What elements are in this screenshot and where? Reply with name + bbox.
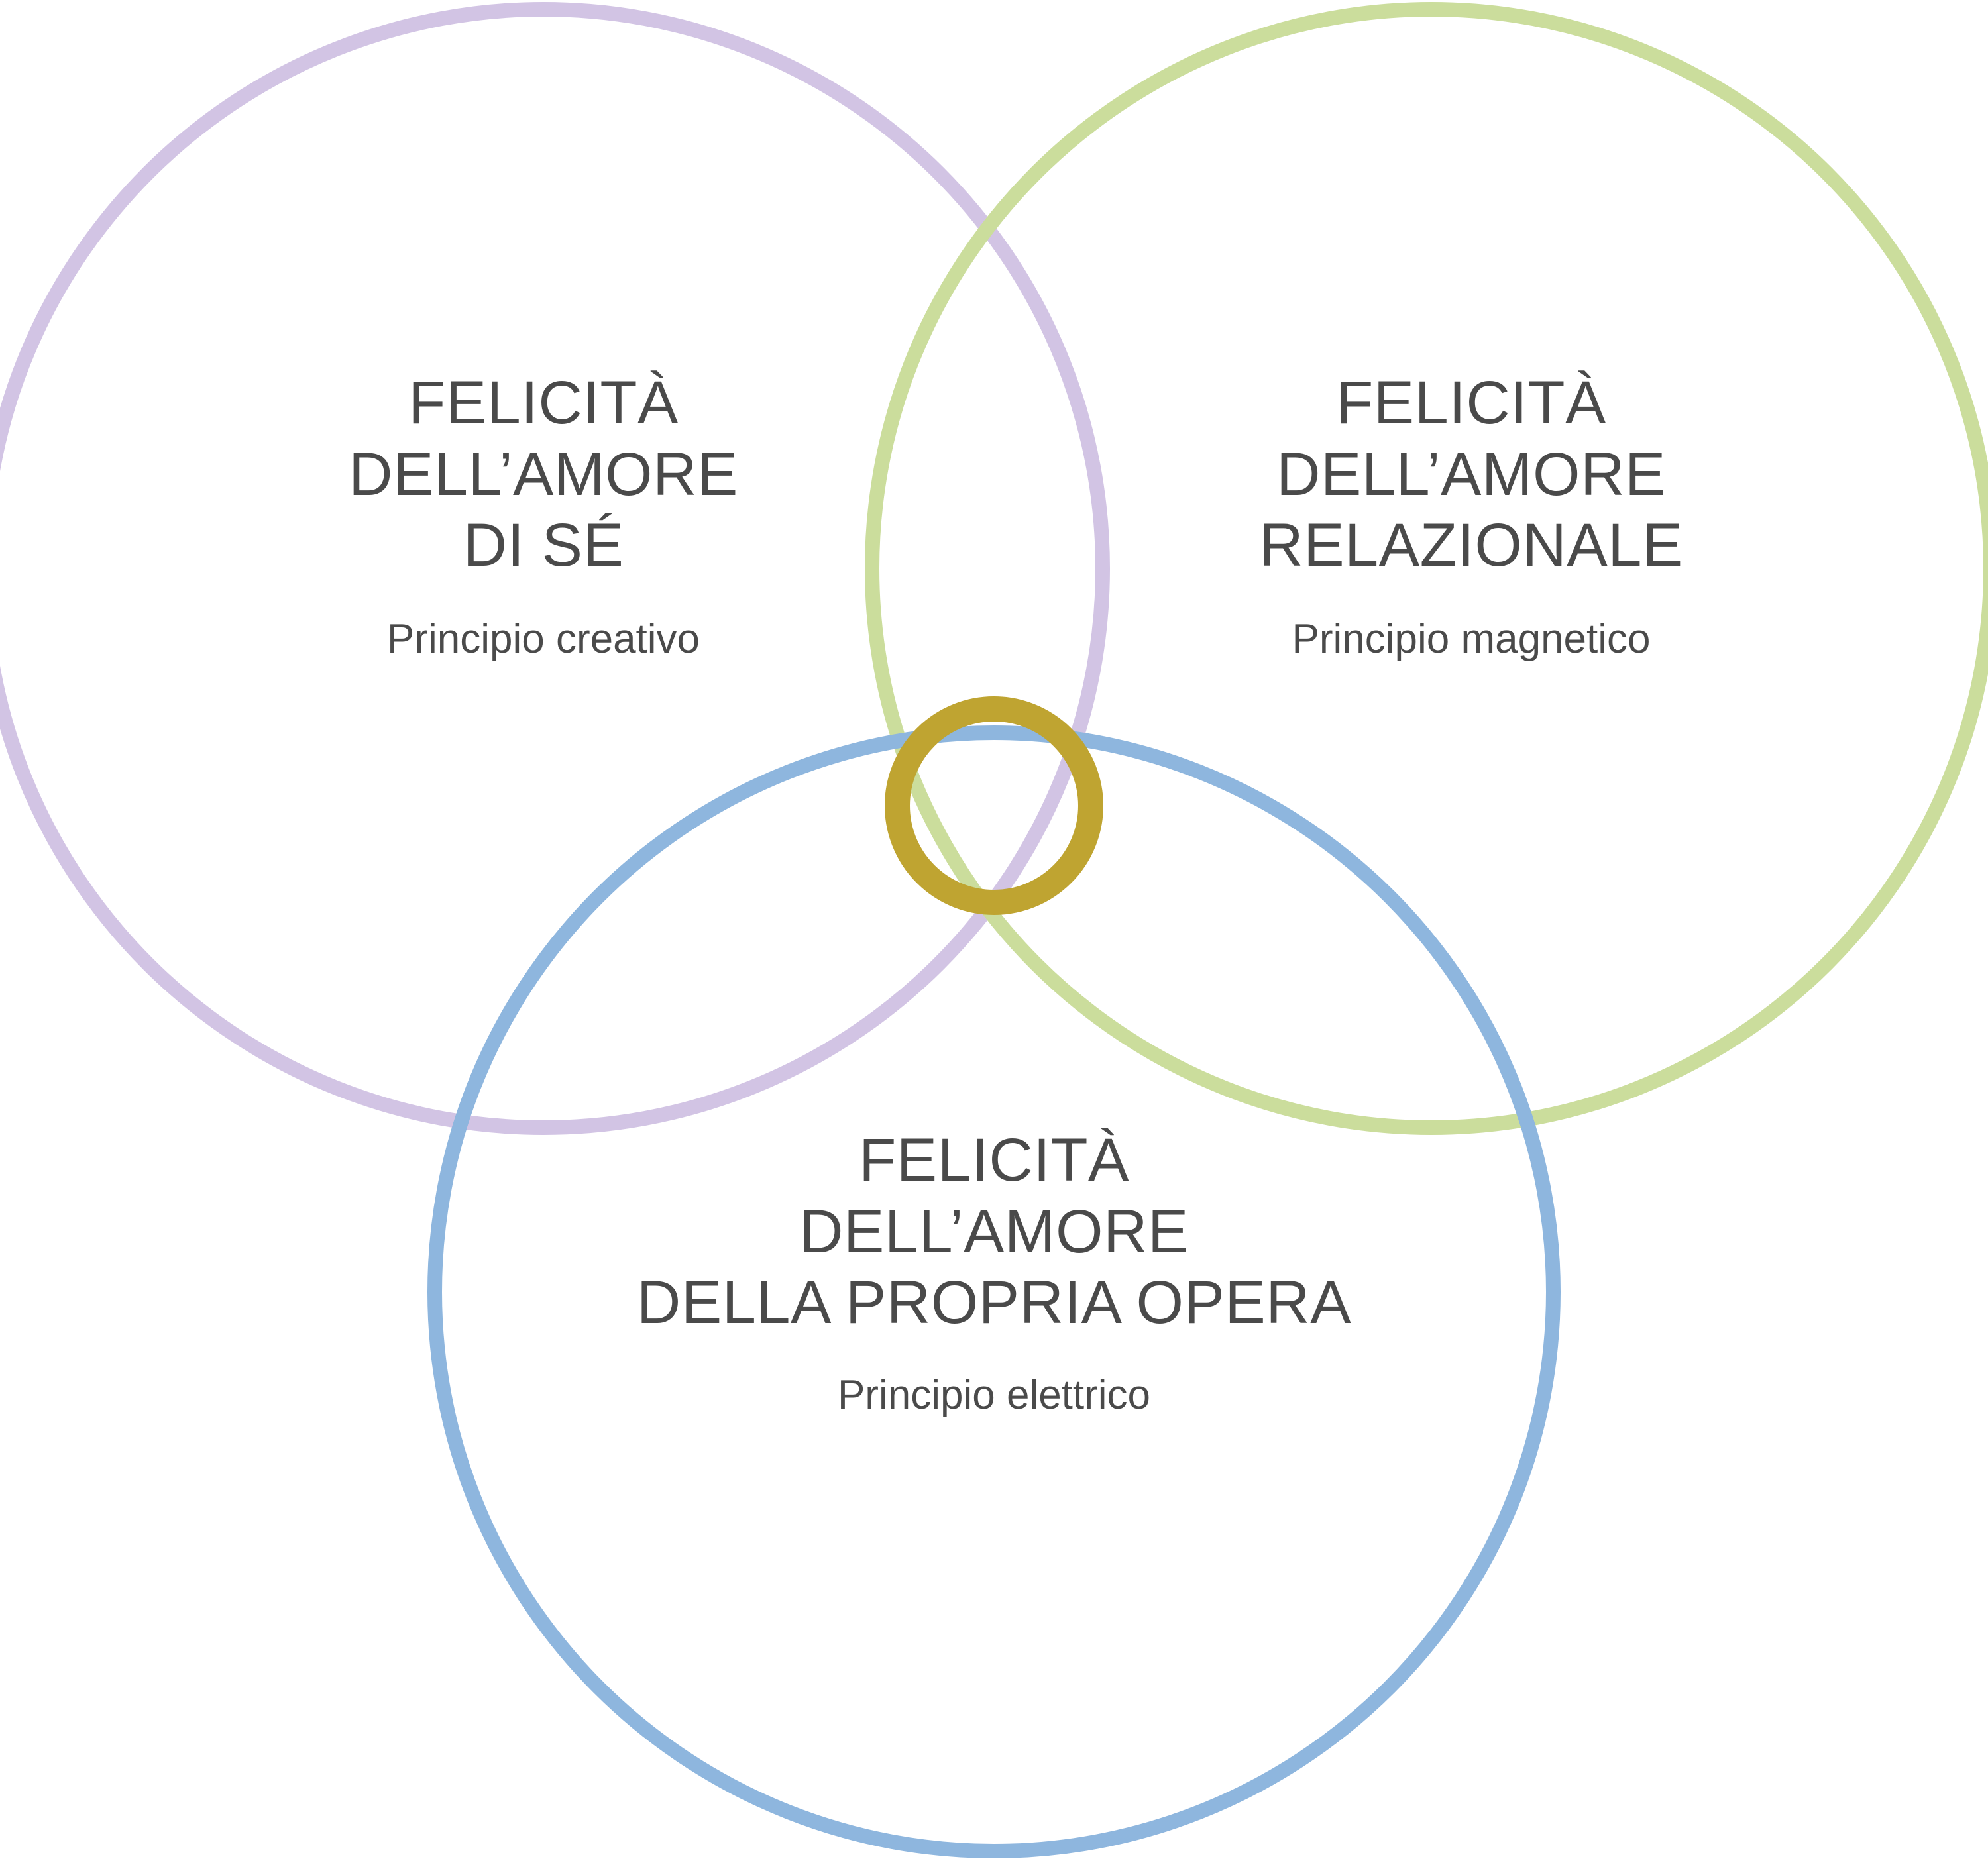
lobe-label-work: FELICITÀ DELL’AMORE DELLA PROPRIA OPERA … — [414, 1125, 1574, 1420]
lobe-title-line-relational-3: RELAZIONALE — [1259, 511, 1683, 580]
lobe-title-line-self-1: FELICITÀ — [408, 369, 679, 437]
lobe-subtitle-relational: Principio magnetico — [1292, 615, 1651, 662]
lobe-title-line-relational-1: FELICITÀ — [1336, 369, 1606, 437]
lobe-title-line-relational-2: DELL’AMORE — [1276, 440, 1666, 508]
lobe-title-line-work-3: DELLA PROPRIA OPERA — [636, 1269, 1352, 1337]
lobe-subtitle-self: Principio creativo — [386, 615, 700, 662]
lobe-subtitle-work: Principio elettrico — [837, 1371, 1151, 1418]
circle-work — [427, 725, 1561, 1858]
circle-center-gold — [885, 696, 1103, 915]
circle-self — [0, 2, 1110, 1135]
lobe-title-line-work-2: DELL’AMORE — [799, 1197, 1189, 1265]
lobe-title-line-self-3: DI SÉ — [463, 511, 624, 580]
lobe-label-relational: FELICITÀ DELL’AMORE RELAZIONALE Principi… — [1080, 368, 1862, 664]
lobe-title-line-work-1: FELICITÀ — [859, 1126, 1129, 1194]
lobe-title-line-self-2: DELL’AMORE — [349, 440, 738, 508]
lobe-label-self: FELICITÀ DELL’AMORE DI SÉ Principio crea… — [162, 368, 924, 664]
circle-relational — [865, 2, 1988, 1135]
